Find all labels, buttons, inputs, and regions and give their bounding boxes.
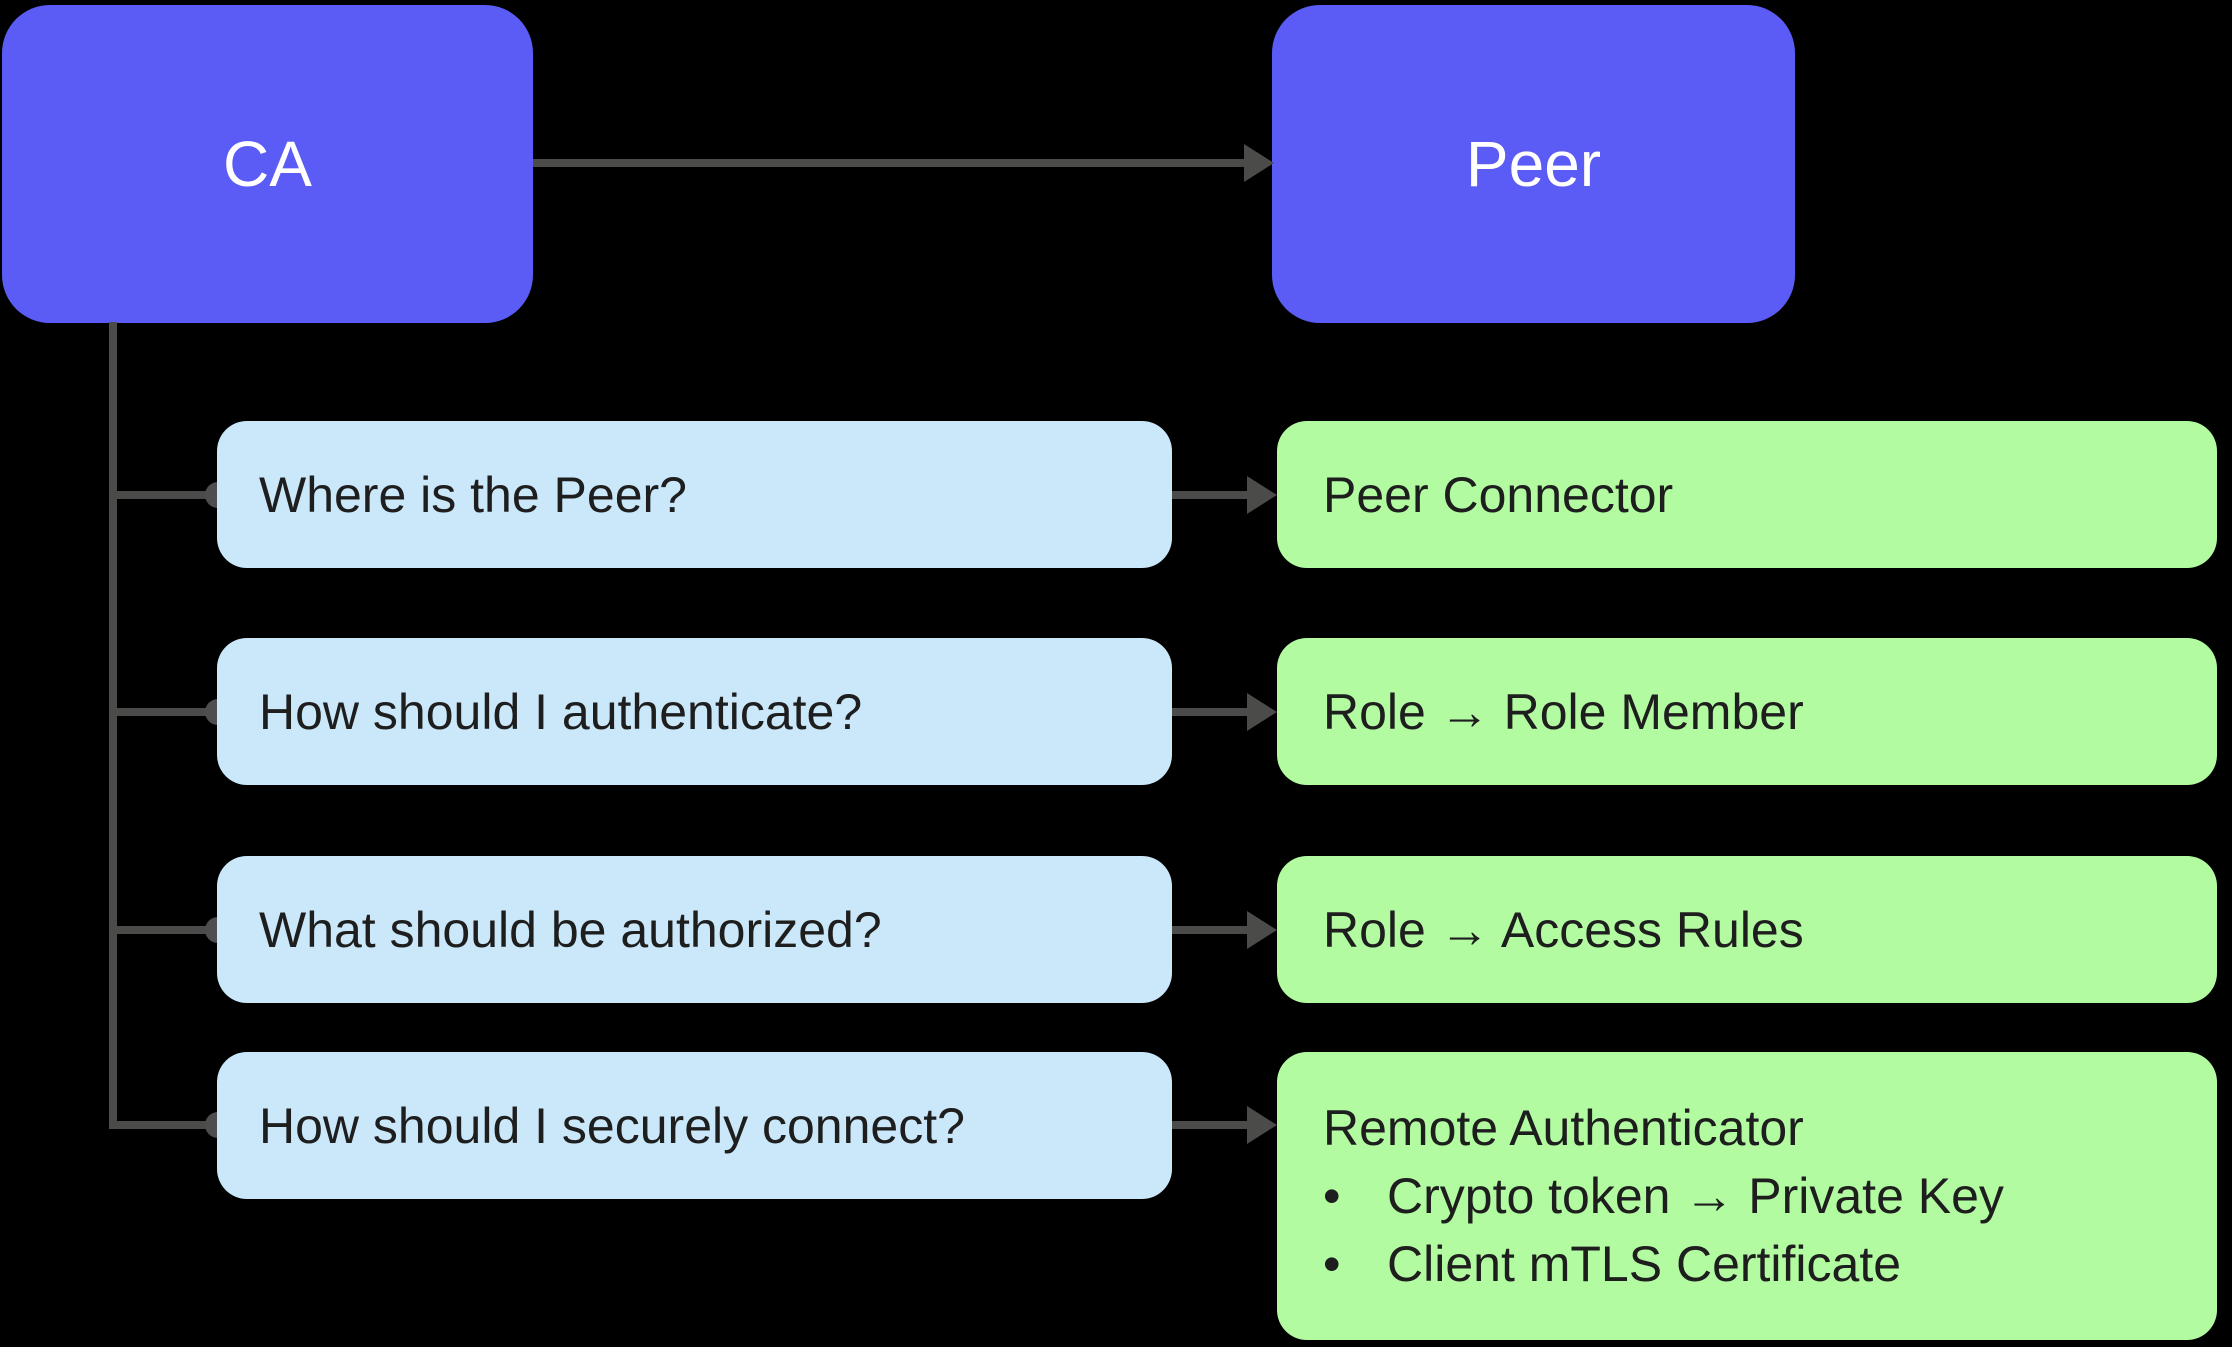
node-ca-label: CA <box>223 128 312 200</box>
question-box-securely-connect: How should I securely connect? <box>217 1052 1172 1199</box>
branch-line <box>109 1121 208 1129</box>
node-ca: CA <box>2 5 533 323</box>
answer-box-access-rules: Role → Access Rules <box>1277 856 2217 1003</box>
arrow-question-to-answer-line <box>1172 926 1247 934</box>
branch-line <box>109 708 208 716</box>
question-box-authenticate: How should I authenticate? <box>217 638 1172 785</box>
bullet-icon: • <box>1323 1168 1341 1224</box>
answer-title: Remote Authenticator <box>1323 1100 1804 1156</box>
bullet-label: Crypto token → Private Key <box>1387 1168 2004 1224</box>
question-label: Where is the Peer? <box>259 466 687 523</box>
arrow-question-to-answer-line <box>1172 708 1247 716</box>
answer-box-role-member: Role → Role Member <box>1277 638 2217 785</box>
question-label: How should I authenticate? <box>259 683 863 740</box>
answer-label: Peer Connector <box>1323 466 1674 523</box>
answer-box-peer-connector: Peer Connector <box>1277 421 2217 568</box>
arrowhead-icon <box>1244 144 1274 182</box>
question-label: How should I securely connect? <box>259 1097 965 1154</box>
trunk-line <box>109 322 117 1129</box>
question-box-where-peer: Where is the Peer? <box>217 421 1172 568</box>
branch-line <box>109 926 208 934</box>
arrowhead-icon <box>1247 693 1277 731</box>
answer-box-remote-authenticator: Remote Authenticator • Crypto token → Pr… <box>1277 1052 2217 1340</box>
question-label: What should be authorized? <box>259 901 882 958</box>
arrowhead-icon <box>1247 1106 1277 1144</box>
branch-line <box>109 491 208 499</box>
node-peer-label: Peer <box>1465 128 1602 200</box>
arrow-question-to-answer-line <box>1172 1121 1247 1129</box>
bullet-icon: • <box>1323 1236 1341 1292</box>
arrowhead-icon <box>1247 476 1277 514</box>
answer-label: Role → Role Member <box>1323 683 1804 740</box>
node-peer: Peer <box>1272 5 1795 323</box>
bullet-item: • Crypto token → Private Key <box>1323 1162 2171 1230</box>
bullet-label: Client mTLS Certificate <box>1387 1236 1902 1292</box>
answer-label: Role → Access Rules <box>1323 901 1804 958</box>
question-box-authorized: What should be authorized? <box>217 856 1172 1003</box>
bullet-item: • Client mTLS Certificate <box>1323 1230 2171 1298</box>
arrow-ca-to-peer-line <box>533 159 1244 167</box>
arrow-question-to-answer-line <box>1172 491 1247 499</box>
arrowhead-icon <box>1247 911 1277 949</box>
